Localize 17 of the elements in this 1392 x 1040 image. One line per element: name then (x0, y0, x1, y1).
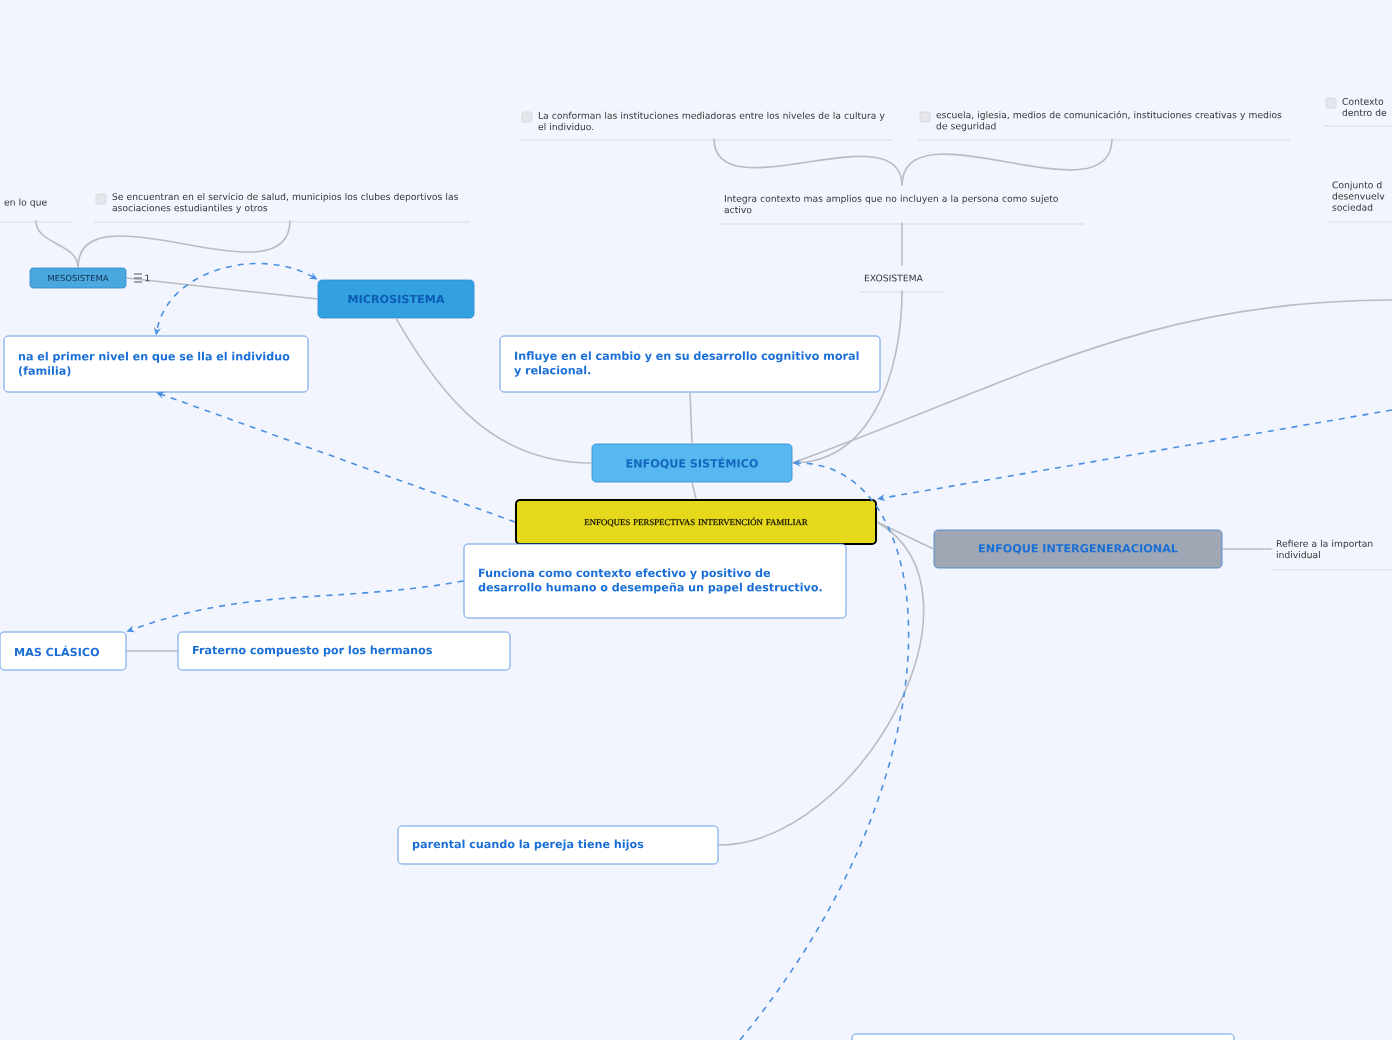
connector-line (791, 299, 1392, 464)
connector-line (791, 289, 903, 464)
connector-line (901, 221, 903, 267)
connector-line (901, 137, 1113, 187)
connector-line (689, 391, 693, 445)
connector-line (125, 650, 179, 652)
topic-box (851, 1033, 1235, 1040)
connector-line (1221, 548, 1273, 550)
connector-line (395, 317, 593, 464)
connector-line (876, 521, 935, 550)
connector-line (125, 277, 319, 300)
connector-line (77, 219, 291, 269)
connector-line (717, 521, 925, 846)
connector-line (691, 481, 697, 500)
relationship-arrow (156, 391, 516, 523)
connector-line (713, 137, 903, 187)
connector-line (35, 219, 79, 269)
